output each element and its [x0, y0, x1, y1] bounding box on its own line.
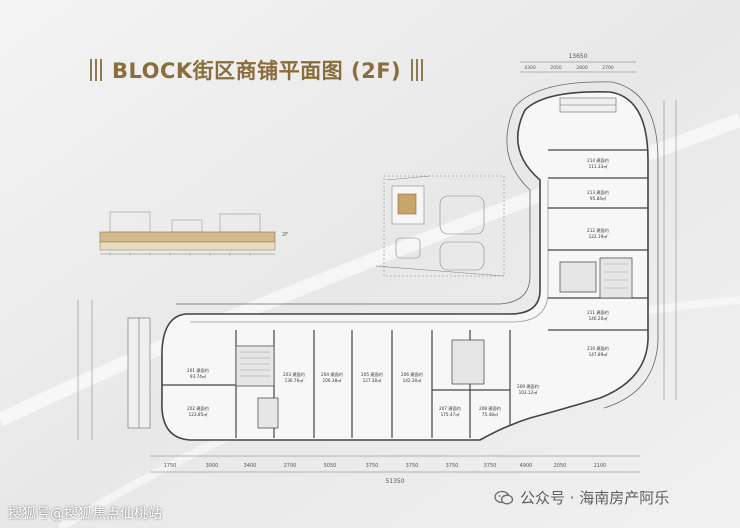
bottom-dimension-label: 2100 — [594, 463, 607, 469]
dimension-lines — [77, 61, 677, 473]
unit-area-204: 106.38㎡ — [323, 377, 343, 383]
unit-area-206: 142.30㎡ — [403, 377, 423, 383]
unit-label-204: 204 建面约 — [321, 371, 343, 378]
unit-area-205: 127.30㎡ — [363, 377, 383, 383]
unit-label-205: 205 建面约 — [361, 371, 383, 378]
watermark-right-text: 公众号 · 海南房产阿乐 — [520, 489, 670, 507]
escalator-left — [127, 317, 151, 429]
building-canopy — [176, 81, 659, 409]
title-bars-right — [411, 59, 424, 81]
top-dimension-label: 4300 — [524, 65, 536, 71]
unit-area-207: 175.47㎡ — [441, 411, 461, 417]
bottom-dimension-label: 1750 — [164, 463, 177, 469]
top-total-dimension: 13650 — [568, 53, 587, 60]
bottom-dimension-label: 2700 — [284, 463, 297, 469]
unit-area-211: 140.20㎡ — [589, 315, 609, 321]
page-title: BLOCK街区商铺平面图 (2F) — [112, 59, 402, 83]
bottom-dimension-label: 3400 — [244, 463, 257, 469]
bottom-dimension-label: 3750 — [484, 463, 497, 469]
bottom-dimension-labels: 1750 3000 3400 2700 5050 3750 3750 3750 3750 4900… — [164, 463, 607, 469]
bottom-dimension-label: 3750 — [446, 463, 459, 469]
top-dimension-label: 2050 — [550, 65, 562, 71]
unit-area-208: 75.48㎡ — [482, 411, 499, 417]
service-cores — [235, 257, 633, 429]
watermark-right: 公众号 · 海南房产阿乐 — [494, 487, 669, 508]
unit-label-211: 211 建面约 — [587, 309, 609, 316]
bottom-dimension-label: 3000 — [206, 463, 219, 469]
bottom-dimension-label: 5050 — [324, 463, 337, 469]
title-block: BLOCK街区商铺平面图 (2F) — [90, 52, 424, 88]
section-label: 2F — [282, 232, 288, 238]
unit-label-202: 202 建面约 — [187, 405, 209, 412]
bottom-total-dimension: 51350 — [385, 478, 404, 485]
unit-area-203: 136.76㎡ — [285, 377, 305, 383]
top-dimension-labels: 4300 2050 2800 2700 — [524, 65, 614, 71]
unit-label-212: 212 建面约 — [587, 227, 609, 234]
bottom-dimension-label: 3750 — [406, 463, 419, 469]
key-plan — [375, 175, 505, 277]
title-bars-left — [90, 59, 102, 81]
bottom-dimension-label: 3750 — [366, 463, 379, 469]
section-elevation — [99, 211, 276, 256]
unit-area-209: 103.12㎡ — [519, 389, 539, 395]
unit-area-213: 95.84㎡ — [590, 195, 607, 201]
unit-label-203: 203 建面约 — [283, 371, 305, 378]
unit-label-206: 206 建面约 — [401, 371, 423, 378]
unit-label-214: 214 建面约 — [587, 157, 609, 164]
escalator-top — [559, 97, 617, 113]
unit-label-208: 208 建面约 — [479, 405, 501, 412]
top-dimension-label: 2700 — [602, 65, 614, 71]
unit-label-213: 213 建面约 — [587, 189, 609, 196]
unit-area-214: 111.33㎡ — [589, 163, 609, 169]
unit-area-201: 93.74㎡ — [190, 373, 207, 379]
unit-area-212: 122.19㎡ — [589, 233, 609, 239]
unit-area-210: 147.89㎡ — [589, 351, 609, 357]
bottom-dimension-label: 4900 — [520, 463, 533, 469]
building-outer-wall — [161, 91, 649, 441]
wechat-icon — [494, 490, 514, 504]
stair-treads — [240, 263, 628, 377]
unit-area-202: 123.85㎡ — [189, 411, 209, 417]
unit-label-201: 201 建面约 — [187, 367, 209, 374]
watermark-left: 搜狐号@搜狐焦点仙桃站 — [8, 506, 162, 522]
top-dimension-label: 2800 — [576, 65, 588, 71]
unit-label-209: 209 建面约 — [517, 383, 539, 390]
bottom-dimension-label: 2050 — [554, 463, 567, 469]
corridor — [190, 180, 549, 323]
unit-label-207: 207 建面约 — [439, 405, 461, 412]
unit-label-210: 210 建面约 — [587, 345, 609, 352]
